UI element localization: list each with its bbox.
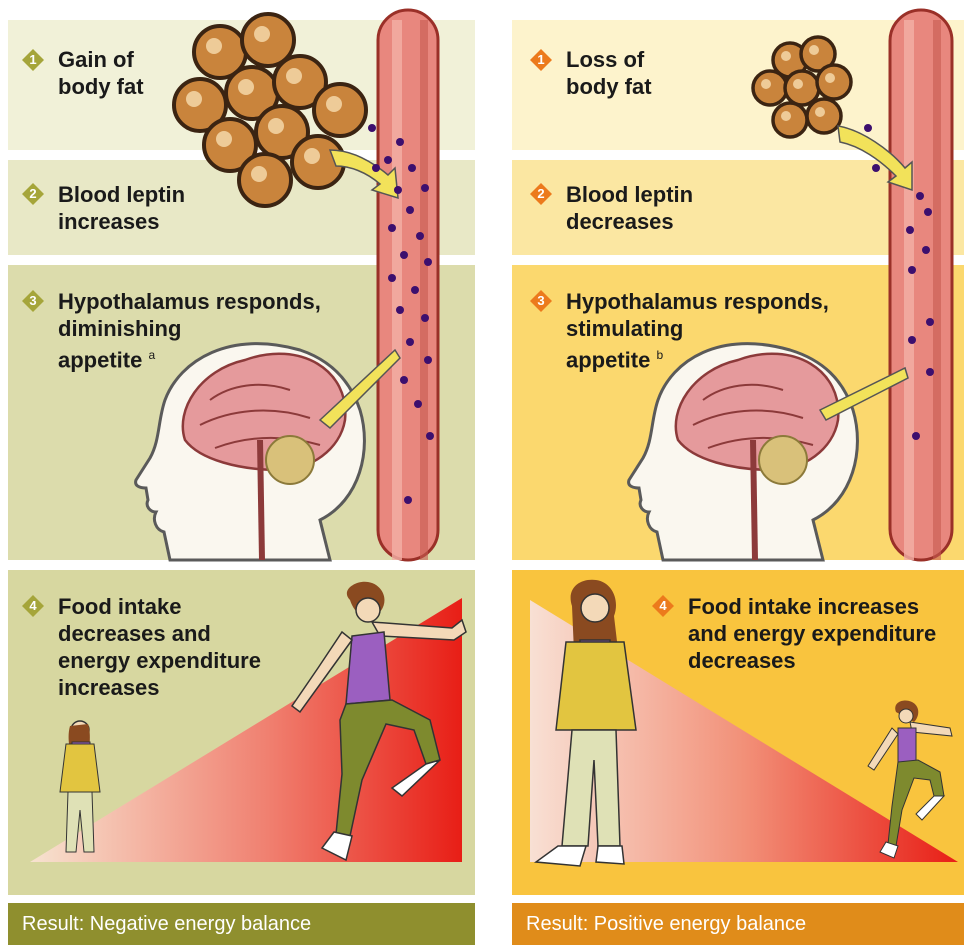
right-step4-text: Food intake increases and energy expendi… <box>688 593 936 674</box>
right-step3-text: Hypothalamus responds, stimulating appet… <box>566 288 829 373</box>
left-step3-text: Hypothalamus responds, diminishing appet… <box>58 288 321 373</box>
left-step2-text: Blood leptin increases <box>58 181 185 235</box>
right-result-label: Result: Positive energy balance <box>526 913 806 935</box>
left-step1-text: Gain of body fat <box>58 46 144 100</box>
left-step3-badge: 3 <box>22 290 44 312</box>
right-step2-badge: 2 <box>530 183 552 205</box>
left-step2-badge: 2 <box>22 183 44 205</box>
right-result-bar: Result: Positive energy balance <box>512 903 964 945</box>
right-step1-text: Loss of body fat <box>566 46 652 100</box>
right-step3-badge: 3 <box>530 290 552 312</box>
right-blood-vessel <box>890 10 952 560</box>
right-footnote-marker: b <box>656 348 663 362</box>
right-step1-badge: 1 <box>530 49 552 71</box>
left-step1-badge: 1 <box>22 49 44 71</box>
left-result-bar: Result: Negative energy balance <box>8 903 475 945</box>
left-footnote-marker: a <box>148 348 155 362</box>
left-step4-text: Food intake decreases and energy expendi… <box>58 593 261 701</box>
right-step4-badge: 4 <box>652 595 674 617</box>
left-step4-badge: 4 <box>22 595 44 617</box>
left-result-label: Result: Negative energy balance <box>22 913 311 935</box>
right-step2-text: Blood leptin decreases <box>566 181 693 235</box>
right-head-silhouette <box>629 344 858 560</box>
